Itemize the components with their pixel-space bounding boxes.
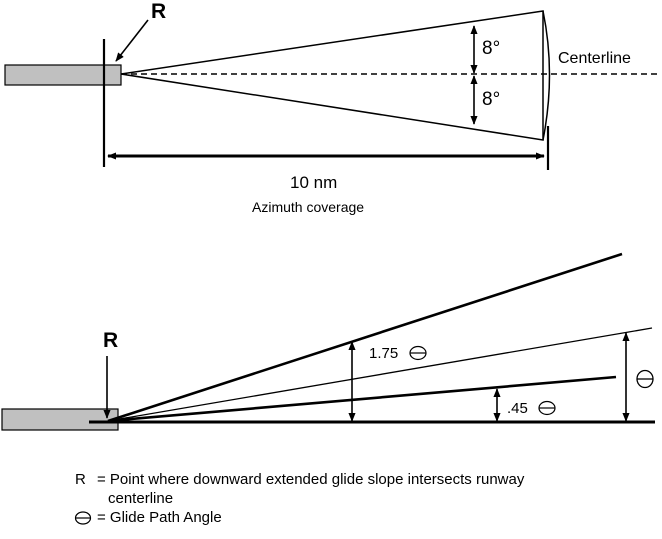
azimuth-caption: Azimuth coverage <box>252 199 364 215</box>
legend-theta-description: = Glide Path Angle <box>97 509 222 526</box>
bottom-r-label: R <box>103 329 118 352</box>
theta-symbol-icon <box>538 400 556 416</box>
azimuth-diagram: R 8° 8° Centerline 10 nm Azimuth coverag… <box>4 0 660 215</box>
coverage-arc <box>542 10 551 141</box>
centerline-label: Centerline <box>558 50 631 67</box>
top-runway <box>4 64 122 86</box>
legend-theta-key <box>74 508 97 527</box>
bottom-runway <box>1 408 119 431</box>
lower-coverage-limit-line <box>107 375 617 423</box>
upper-angle-label: 8° <box>482 38 500 59</box>
r-pointer-arrow-top <box>115 19 149 62</box>
theta-symbol-icon <box>74 511 92 525</box>
top-r-label: R <box>151 0 166 23</box>
legend: R = Point where downward extended glide … <box>74 470 655 527</box>
angle-045-label: .45 <box>507 400 528 417</box>
lower-angle-label: 8° <box>482 89 500 110</box>
angle-175-label: 1.75 <box>369 345 398 362</box>
distance-label: 10 nm <box>290 173 337 192</box>
upper-coverage-limit-line <box>107 252 623 423</box>
legend-r-row: R = Point where downward extended glide … <box>75 470 655 489</box>
elevation-diagram: R 1.75 .45 <box>1 252 655 431</box>
legend-theta-row: = Glide Path Angle <box>74 508 655 527</box>
legend-r-description-continued: centerline <box>108 490 174 507</box>
azimuth-coverage-sector <box>120 10 544 141</box>
theta-symbol-icon <box>409 345 427 361</box>
legend-r-row-continued: centerline <box>75 489 655 508</box>
glide-path-line <box>107 327 653 422</box>
theta-symbol-icon <box>636 369 654 389</box>
legend-r-description: = Point where downward extended glide sl… <box>97 471 525 488</box>
legend-r-key: R <box>75 471 86 488</box>
